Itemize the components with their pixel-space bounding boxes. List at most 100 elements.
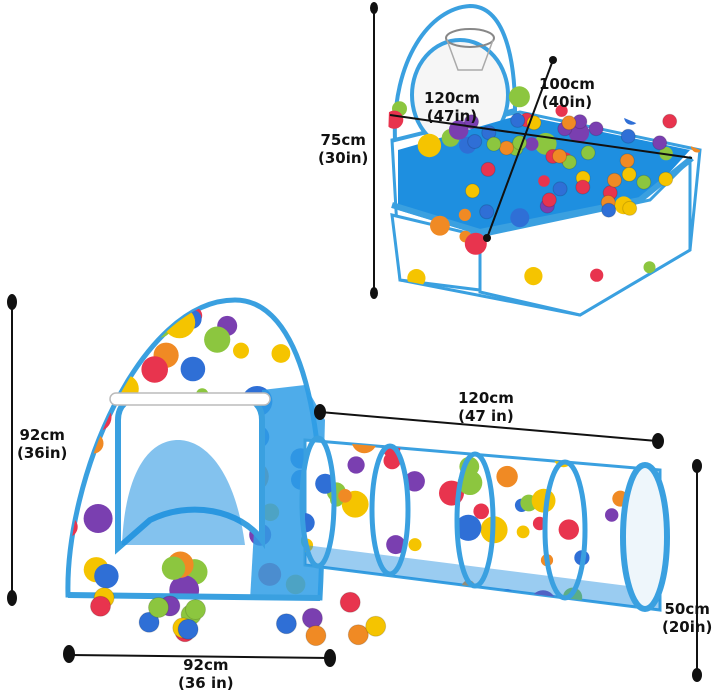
pit-polka-dot xyxy=(587,44,602,59)
pit-ball xyxy=(588,121,604,137)
pit-polka-dot xyxy=(664,85,675,96)
tunnel-polka-dot xyxy=(473,503,490,520)
floor-ball xyxy=(301,607,323,629)
tent-width-label: 92cm (36 in) xyxy=(178,656,234,692)
pit-polka-dot xyxy=(458,208,471,221)
tent-polka-dot xyxy=(94,343,107,356)
pit-ball xyxy=(580,145,596,161)
tunnel-polka-dot xyxy=(558,519,579,540)
pit-polka-dot xyxy=(516,25,541,50)
floor-ball xyxy=(185,599,206,620)
tunnel-polka-dot xyxy=(496,465,518,488)
pit-ball xyxy=(479,204,495,220)
pit-polka-dot xyxy=(510,208,530,228)
pit-polka-dot xyxy=(395,284,420,309)
tunnel-polka-dot xyxy=(305,513,315,533)
pit-polka-dot xyxy=(430,215,450,236)
pit-ball xyxy=(552,148,567,164)
pit-ball xyxy=(619,153,635,169)
pit-polka-dot xyxy=(524,267,543,286)
pit-width-in: (47in) xyxy=(426,107,478,125)
tunnel-polka-dot xyxy=(564,442,583,461)
pit-polka-dot xyxy=(681,281,700,304)
tunnel-polka-dot xyxy=(415,593,441,610)
tunnel-polka-dot xyxy=(386,535,406,555)
tunnel-polka-dot xyxy=(455,514,482,541)
pit-depth-label: 100cm (40in) xyxy=(539,75,595,111)
play-balls xyxy=(90,587,387,647)
pit-height-cm: 75cm xyxy=(320,131,366,149)
pit-polka-dot xyxy=(608,79,633,104)
pit-ball xyxy=(561,115,577,131)
pit-ball xyxy=(467,134,483,149)
pit-depth-in: (40in) xyxy=(541,93,593,111)
ball-pit xyxy=(388,3,702,317)
floor-ball xyxy=(305,625,327,647)
floor-ball xyxy=(365,615,387,637)
tent-polka-dot xyxy=(161,556,186,580)
pit-ball xyxy=(465,183,480,199)
pit-polka-dot xyxy=(408,20,427,26)
tent-width-cm: 92cm xyxy=(183,656,229,674)
pit-polka-dot xyxy=(524,137,539,151)
floor-ball xyxy=(177,618,199,640)
pit-polka-dot xyxy=(680,101,697,118)
pit-ball xyxy=(499,140,514,156)
pit-polka-dot xyxy=(587,24,605,42)
pit-width-label: 120cm (47in) xyxy=(424,89,480,125)
pit-polka-dot xyxy=(594,89,607,102)
floor-ball xyxy=(339,591,361,613)
pit-polka-dot xyxy=(526,37,549,59)
tent-polka-dot xyxy=(132,300,156,321)
tunnel-polka-dot xyxy=(605,508,619,522)
tunnel-polka-dot xyxy=(315,473,336,494)
tunnel-diameter-cm: 50cm xyxy=(664,600,710,618)
pit-polka-dot xyxy=(624,109,640,125)
floor-ball xyxy=(275,613,297,635)
tunnel-diameter-label: 50cm (20in) xyxy=(662,600,712,636)
pit-ball xyxy=(621,166,637,182)
tent-polka-dot xyxy=(204,326,231,353)
tent-polka-dot xyxy=(144,301,158,315)
pit-width-cm: 120cm xyxy=(424,89,480,107)
pit-height-label: 75cm (30in) xyxy=(318,131,368,167)
pit-ball xyxy=(480,161,496,177)
pit-polka-dot xyxy=(417,133,442,158)
tent-polka-dot xyxy=(76,338,98,360)
pit-ball xyxy=(658,171,674,187)
pit-ball xyxy=(510,112,526,128)
pit-ball xyxy=(541,192,557,208)
tent-height-label: 92cm (36in) xyxy=(17,426,67,462)
pit-ball xyxy=(636,174,652,190)
tent-polka-dot xyxy=(180,356,206,382)
tunnel-polka-dot xyxy=(383,452,401,470)
pit-depth-cm: 100cm xyxy=(539,75,595,93)
tunnel-diameter-in: (20in) xyxy=(662,618,713,636)
crawl-tunnel xyxy=(299,435,670,612)
pit-ball xyxy=(601,202,617,218)
tunnel-length-cm: 120cm xyxy=(458,389,514,407)
pit-polka-dot xyxy=(590,268,604,282)
pit-ball xyxy=(575,179,591,195)
tent-polka-dot xyxy=(233,342,249,359)
tent-polka-dot xyxy=(78,312,95,329)
pit-ball xyxy=(552,181,568,197)
dimension-lines xyxy=(7,2,702,682)
floor-ball xyxy=(148,597,169,618)
tunnel-polka-dot xyxy=(351,440,377,454)
pit-polka-dot xyxy=(690,139,700,153)
pit-ball xyxy=(662,113,678,129)
tent-width-in: (36 in) xyxy=(178,674,234,692)
tunnel-polka-dot xyxy=(404,471,425,492)
tent-polka-dot xyxy=(141,356,168,383)
tent-polka-dot xyxy=(83,504,113,533)
pit-polka-dot xyxy=(508,86,530,108)
tent-polka-dot xyxy=(271,344,291,363)
tunnel-polka-dot xyxy=(408,538,422,552)
floor-ball xyxy=(90,595,111,617)
pit-ball xyxy=(620,128,636,144)
pit-polka-dot xyxy=(526,32,537,43)
pit-ball xyxy=(486,136,502,152)
tent-height-cm: 92cm xyxy=(19,426,65,444)
